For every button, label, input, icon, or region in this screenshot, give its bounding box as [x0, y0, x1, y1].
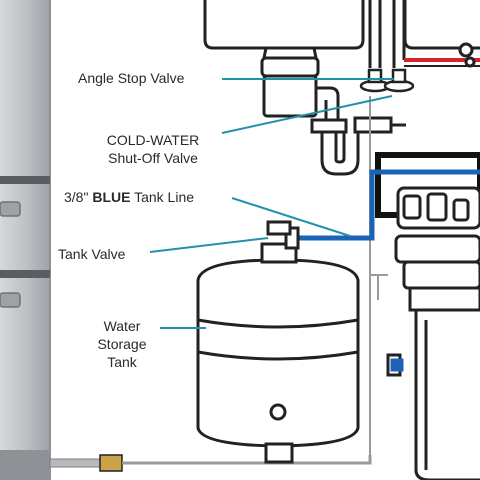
label-storage-line3: Tank	[107, 354, 137, 370]
storage-tank-icon	[196, 220, 360, 464]
p-trap-icon	[310, 86, 406, 176]
label-tank-line-prefix: 3/8"	[64, 189, 89, 205]
leader-lines	[149, 78, 394, 329]
garbage-disposal-icon	[260, 46, 320, 118]
label-storage-line2: Storage	[97, 336, 147, 352]
label-cold-water-shutoff: COLD-WATER Shut-Off Valve	[88, 131, 218, 167]
label-cold-water-line2: Shut-Off Valve	[108, 150, 198, 166]
label-angle-stop-valve: Angle Stop Valve	[78, 70, 185, 86]
ro-filter-system-icon	[386, 186, 480, 480]
angle-stop-valve-icon	[359, 68, 415, 93]
label-cold-water-line1: COLD-WATER	[106, 132, 200, 148]
label-water-storage-tank: Water Storage Tank	[84, 317, 160, 371]
supply-pipes	[368, 0, 480, 68]
sink-basin-icon	[203, 0, 480, 50]
leader-tank-valve	[149, 237, 269, 253]
blue-tank-line	[296, 169, 480, 241]
leader-tank-line	[231, 197, 351, 237]
leader-cold-water	[221, 95, 393, 134]
label-tank-line-suffix: Tank Line	[134, 189, 195, 205]
label-tank-valve: Tank Valve	[58, 246, 126, 262]
refrigerator-icon	[0, 0, 51, 480]
label-blue-tank-line: 3/8" BLUE Tank Line	[64, 188, 194, 206]
ro-tubing	[369, 96, 388, 455]
label-tank-line-bold: BLUE	[92, 189, 131, 205]
supply-hose	[49, 454, 372, 472]
label-storage-line1: Water	[103, 318, 141, 334]
